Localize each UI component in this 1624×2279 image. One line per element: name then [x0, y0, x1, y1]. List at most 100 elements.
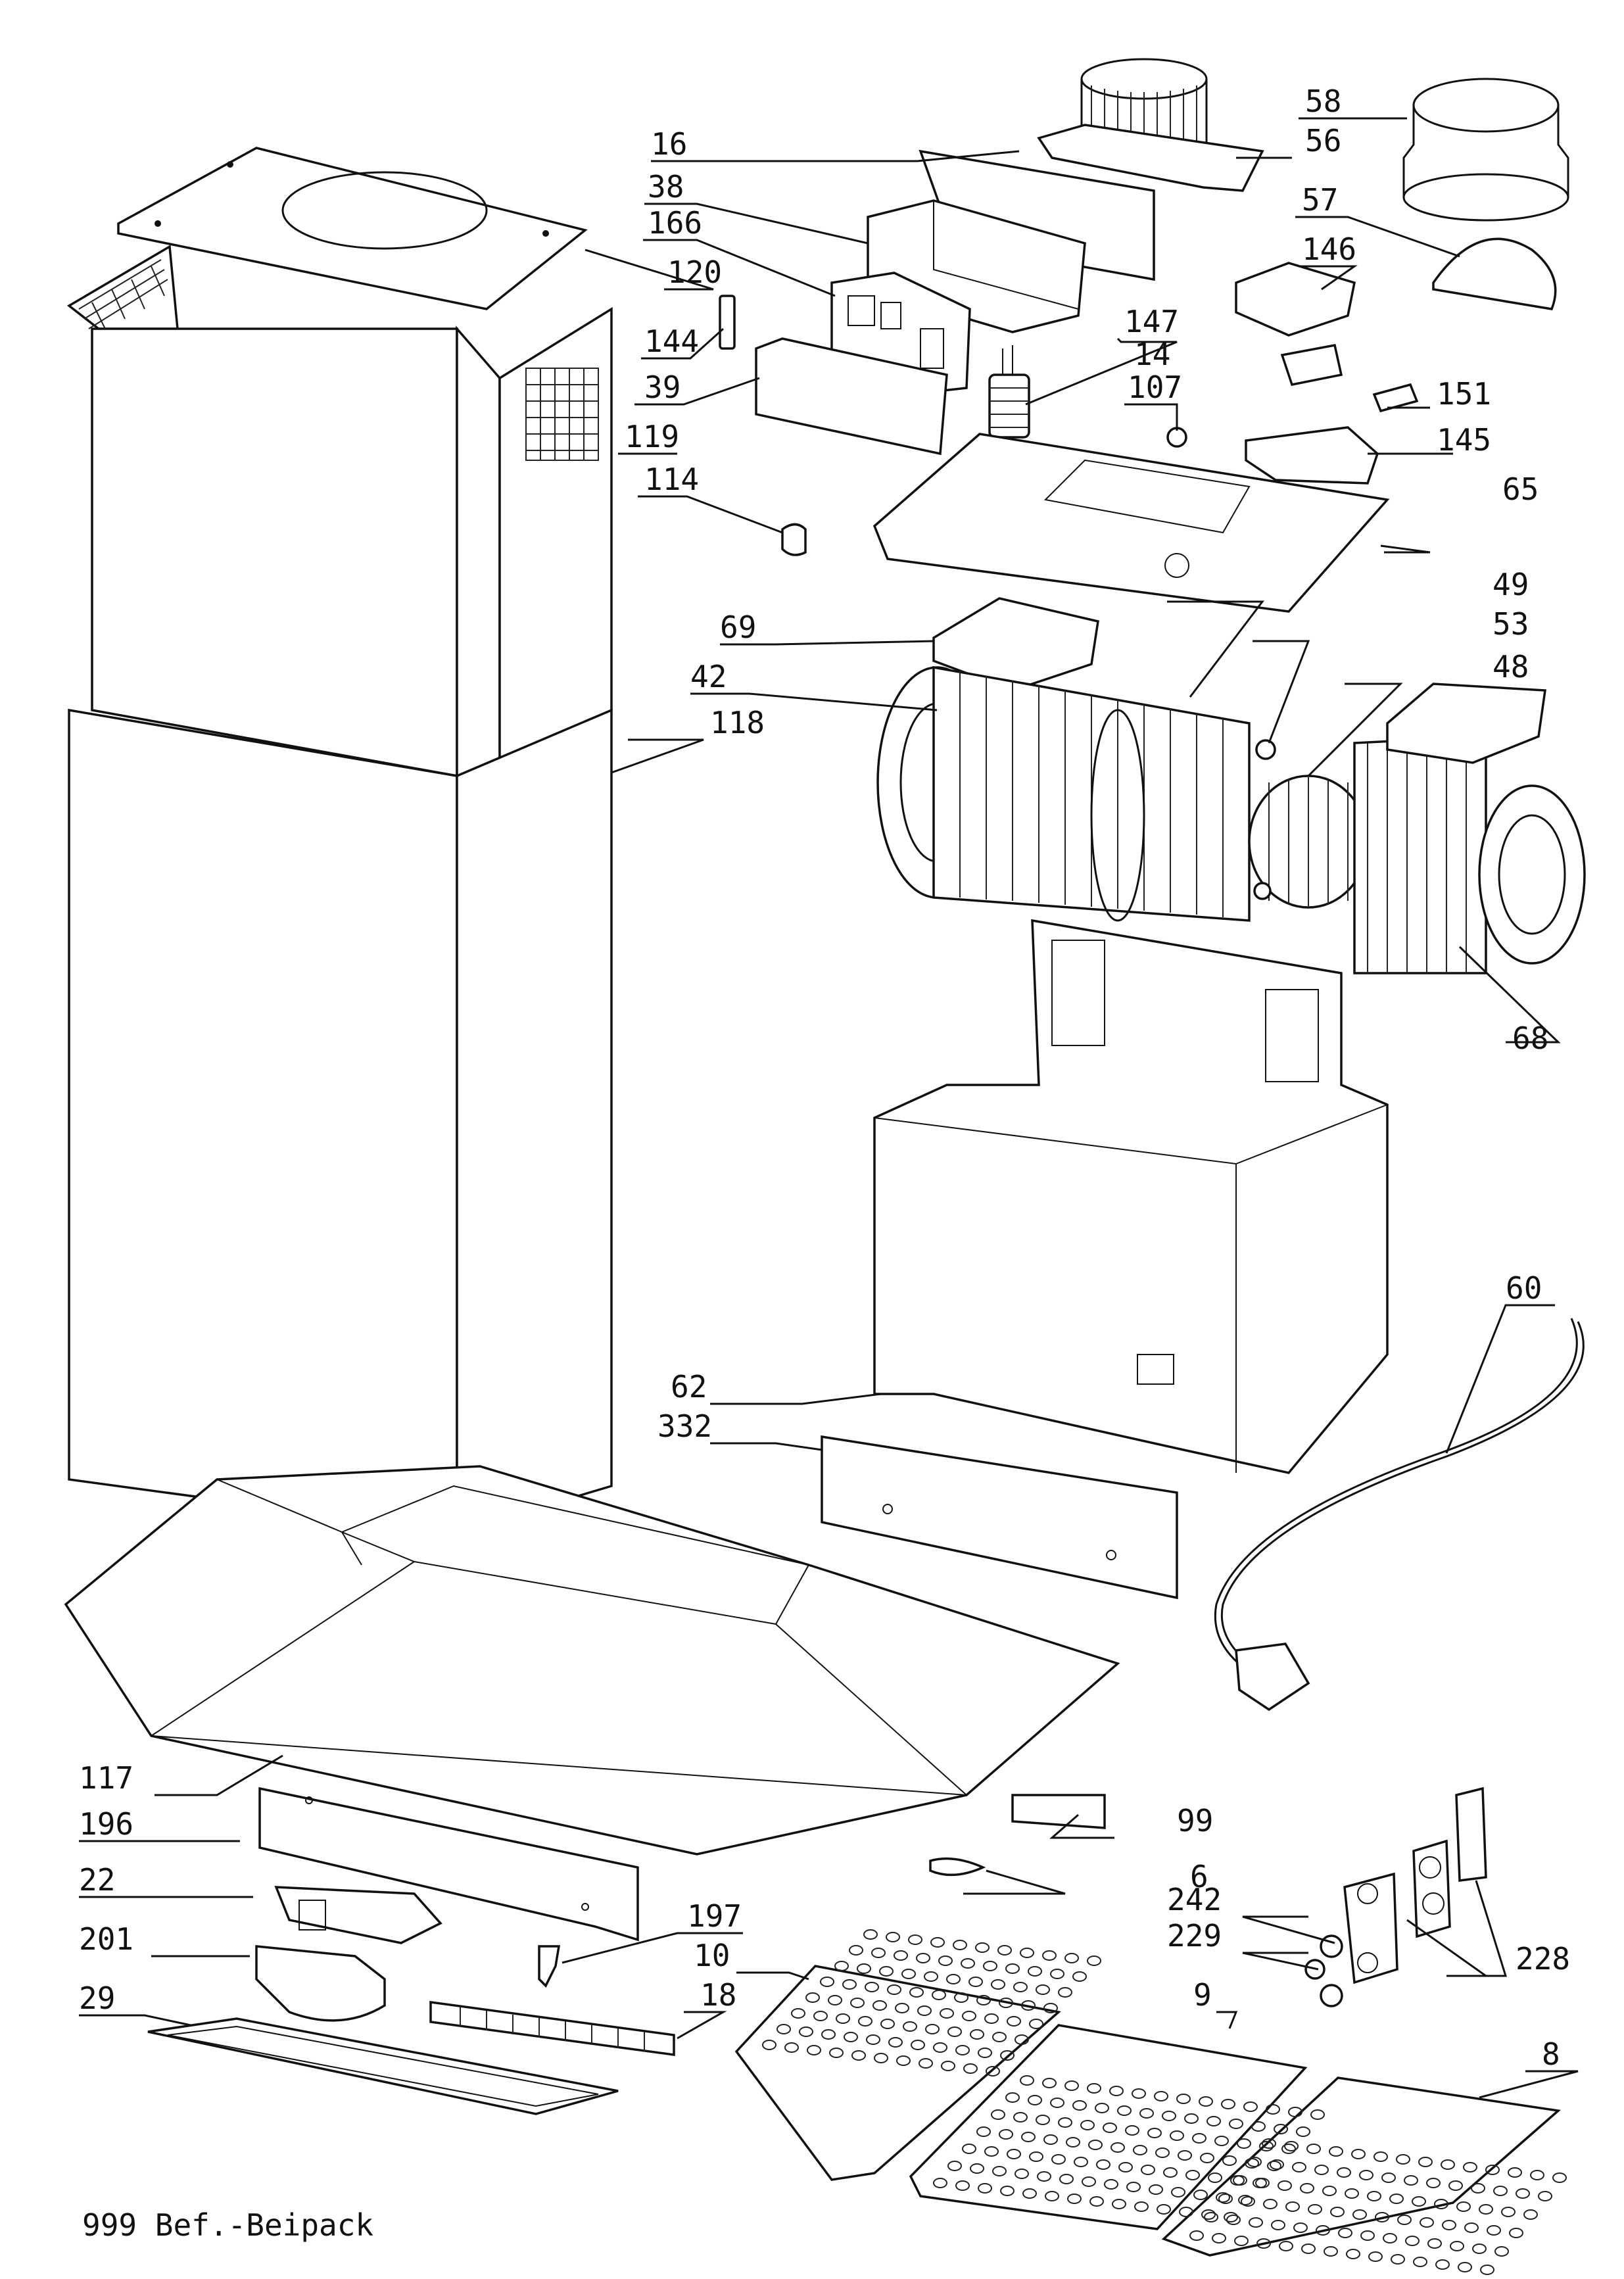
filter-hole: [1237, 2138, 1251, 2149]
filter-hole: [1096, 2159, 1111, 2170]
filter-hole: [1109, 2086, 1124, 2096]
filter-hole: [820, 1977, 834, 1987]
cover-plate-332: [821, 1435, 1178, 1600]
filter-hole: [863, 1929, 878, 1940]
filter-hole: [1516, 2188, 1530, 2199]
filter-hole: [829, 2048, 844, 2058]
filter-hole: [1028, 1966, 1042, 1977]
filter-hole: [1494, 2246, 1509, 2257]
filter-hole: [1222, 2155, 1237, 2166]
filter-hole: [978, 2183, 992, 2194]
clip-114: [781, 523, 807, 556]
filter-hole: [1000, 2186, 1015, 2196]
filter-hole: [1021, 2132, 1036, 2142]
filter-hole: [1412, 2196, 1426, 2207]
filter-hole: [962, 2144, 976, 2154]
filter-hole: [1485, 2165, 1500, 2175]
filter-hole: [941, 2061, 955, 2071]
filter-hole-patterns: [762, 1929, 1567, 2275]
diffuser-frame-29: [147, 2017, 619, 2115]
filter-hole: [1413, 2257, 1427, 2267]
clip-6: [929, 1857, 986, 1877]
filter-hole: [1064, 2080, 1079, 2091]
filter-hole: [1266, 2104, 1280, 2115]
filter-hole: [1405, 2236, 1420, 2246]
filter-hole: [865, 1982, 879, 1992]
label-60: 60: [1506, 1270, 1542, 1306]
filter-hole: [1125, 2125, 1139, 2136]
label-147: 147: [1124, 304, 1179, 339]
filter-hole: [1434, 2199, 1448, 2209]
filter-hole: [1051, 2154, 1066, 2165]
filter-hole: [1293, 2222, 1308, 2233]
filter-hole: [1139, 2108, 1154, 2119]
filter-hole: [1050, 1969, 1064, 1979]
filter-hole: [858, 2016, 872, 2027]
label-18: 18: [700, 1977, 736, 2013]
filter-hole: [1420, 2217, 1434, 2228]
filter-hole: [1523, 2209, 1538, 2220]
filter-hole: [955, 2045, 970, 2055]
filter-hole: [1391, 2254, 1405, 2265]
filter-hole: [1262, 2138, 1276, 2149]
filter-hole: [1480, 2265, 1494, 2275]
terminal-block-147: [1280, 343, 1343, 387]
filter-hole: [1509, 2228, 1523, 2238]
filter-hole: [1314, 2165, 1329, 2175]
filter-hole: [1178, 2150, 1192, 2161]
filter-hole: [842, 1979, 857, 1990]
label-201: 201: [79, 1921, 133, 1957]
clip-144: [719, 295, 736, 350]
label-22: 22: [79, 1862, 115, 1898]
filter-hole: [866, 2034, 880, 2045]
duct-collar-56: [1037, 58, 1264, 192]
filter-hole: [1281, 2144, 1296, 2154]
label-196: 196: [79, 1806, 133, 1842]
filter-hole: [887, 1984, 901, 1995]
label-42: 42: [690, 659, 727, 694]
filter-hole: [1163, 2167, 1178, 2178]
label-38: 38: [648, 169, 684, 204]
filter-hole: [1501, 2207, 1516, 2217]
filter-hole: [1029, 2019, 1043, 2029]
filter-hole: [976, 1995, 991, 2005]
filter-hole: [1162, 2111, 1176, 2121]
filter-hole: [933, 2178, 947, 2188]
filter-hole: [901, 1969, 916, 1979]
filter-hole: [961, 1958, 975, 1969]
filter-hole: [1373, 2151, 1388, 2162]
filter-hole: [834, 1961, 849, 1971]
filter-hole: [1066, 2137, 1080, 2147]
filter-hole: [1104, 2179, 1118, 2190]
filter-hole: [1324, 2246, 1338, 2257]
capacitor-14: [988, 345, 1030, 439]
filter-hole: [1224, 2212, 1238, 2222]
filter-hole: [1042, 2078, 1057, 2088]
filter-hole: [1263, 2199, 1278, 2209]
filter-hole: [1043, 2003, 1058, 2013]
filter-hole: [1330, 2207, 1345, 2217]
filter-hole: [1538, 2191, 1552, 2201]
label-10: 10: [694, 1938, 730, 1973]
filter-hole: [1359, 2170, 1373, 2180]
filter-hole: [999, 2129, 1013, 2140]
filter-hole: [1292, 2162, 1306, 2172]
filter-hole: [1200, 2153, 1214, 2163]
label-229: 229: [1167, 1918, 1222, 1954]
filter-hole: [1463, 2162, 1477, 2172]
filter-hole: [908, 1934, 922, 1945]
label-119: 119: [625, 419, 679, 454]
filter-hole: [1212, 2233, 1226, 2243]
filter-hole: [1233, 2175, 1247, 2186]
filter-hole: [1206, 2116, 1221, 2126]
filter-hole: [1472, 2243, 1487, 2254]
filter-hole: [1072, 2100, 1087, 2111]
filter-hole: [844, 2032, 858, 2042]
filter-hole: [1456, 2201, 1471, 2212]
filter-hole: [1112, 2199, 1126, 2209]
label-166: 166: [648, 205, 702, 241]
filter-hole: [933, 2042, 947, 2053]
filter-hole: [886, 1932, 900, 1942]
filter-hole: [1067, 2194, 1082, 2204]
